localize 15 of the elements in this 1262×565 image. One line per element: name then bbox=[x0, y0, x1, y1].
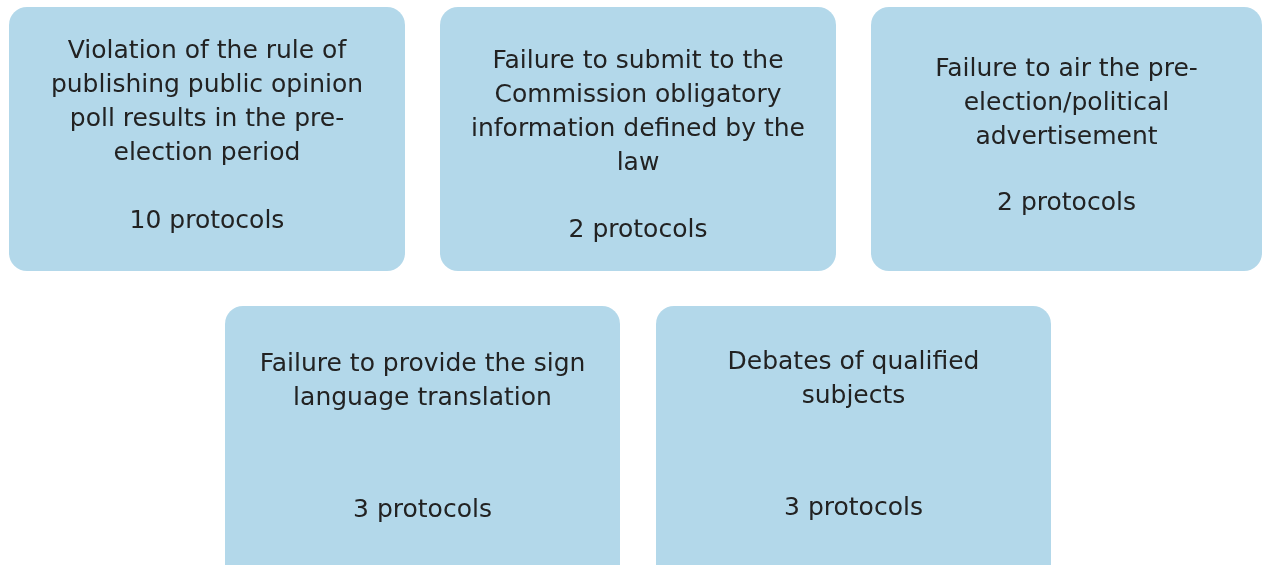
violation-description: Debates of qualified subjects bbox=[726, 345, 981, 411]
protocol-count: 2 protocols bbox=[567, 213, 709, 245]
violation-description: Failure to provide the sign language translation bbox=[258, 347, 587, 413]
protocol-count: 10 protocols bbox=[128, 204, 286, 236]
category-box bbox=[225, 306, 620, 565]
violation-description: Failure to submit to the Commission obligatory information defined by the law bbox=[470, 44, 806, 178]
violation-description: Violation of the rule of publishing public opinion poll results in the pre-election period bbox=[49, 34, 365, 168]
protocol-count: 3 protocols bbox=[352, 493, 493, 525]
violation-description: Failure to air the pre-election/political advertisement bbox=[934, 52, 1199, 152]
category-box bbox=[9, 7, 405, 271]
category-box bbox=[656, 306, 1051, 565]
protocol-count: 2 protocols bbox=[996, 186, 1137, 218]
category-box bbox=[440, 7, 836, 271]
category-box bbox=[871, 7, 1262, 271]
protocol-count: 3 protocols bbox=[783, 491, 924, 523]
